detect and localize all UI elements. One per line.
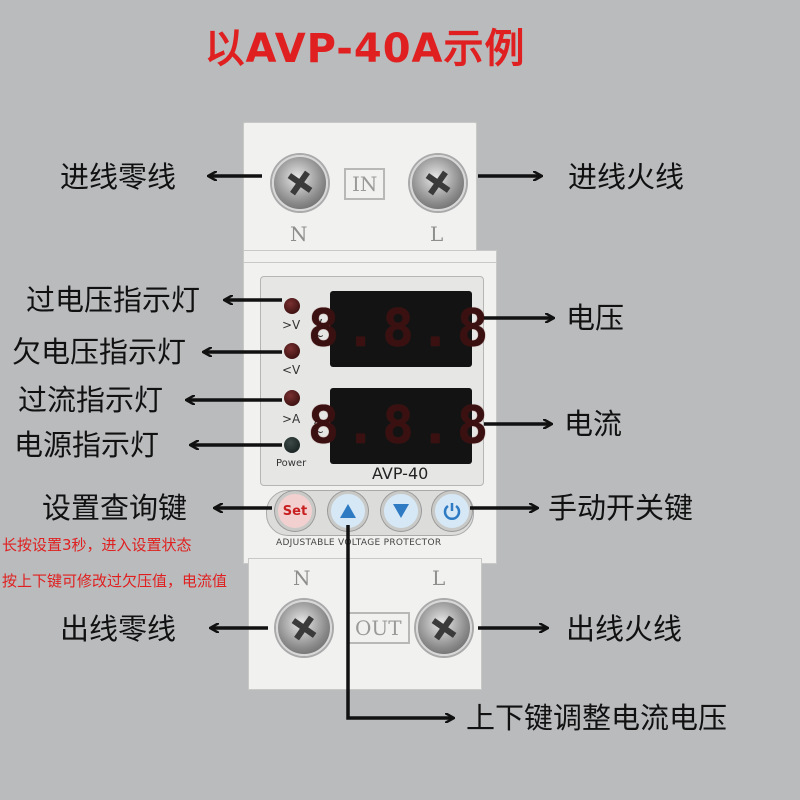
out-neutral-screw [276, 600, 332, 656]
down-triangle-icon [393, 504, 409, 518]
label-power-led: 电源指示灯 [14, 428, 160, 462]
note-line-2: 按上下键可修改过欠压值，电流值 [2, 572, 228, 590]
label-manual-switch: 手动开关键 [548, 491, 694, 525]
product-subtitle: ADJUSTABLE VOLTAGE PROTECTOR [276, 538, 442, 548]
over-voltage-led-label: >V [282, 318, 301, 332]
label-over-current-led: 过流指示灯 [18, 383, 164, 417]
label-under-voltage-led: 欠电压指示灯 [12, 335, 187, 369]
in-l-label: L [430, 222, 444, 246]
over-current-led [284, 390, 300, 406]
voltage-digits: 8.8.8 [307, 299, 495, 359]
current-digits: 8.8.8 [307, 396, 495, 456]
label-updown-keys: 上下键调整电流电压 [466, 701, 728, 735]
page-title: 以AVP-40A示例 [204, 26, 526, 72]
power-button[interactable] [432, 491, 472, 531]
power-led-label: Power [276, 458, 307, 469]
model-label: AVP-40 [372, 464, 429, 483]
set-button[interactable]: Set [275, 491, 315, 531]
note-line-1: 长按设置3秒，进入设置状态 [2, 536, 192, 554]
label-out-live: 出线火线 [566, 612, 683, 646]
under-voltage-led-label: <V [282, 363, 301, 377]
out-n-label: N [293, 566, 311, 590]
over-voltage-led [284, 298, 300, 314]
in-neutral-screw [272, 155, 328, 211]
label-over-voltage-led: 过电压指示灯 [26, 283, 201, 317]
label-out-neutral: 出线零线 [60, 612, 177, 646]
label-set-key: 设置查询键 [42, 491, 188, 525]
voltage-unit: V~ [314, 317, 325, 343]
voltage-display: 8.8.8 [308, 291, 488, 367]
in-n-label: N [290, 222, 308, 246]
label-in-neutral: 进线零线 [60, 160, 177, 194]
current-display: 8.8.8 [308, 388, 488, 464]
power-icon [443, 503, 461, 520]
out-live-screw [416, 600, 472, 656]
out-l-label: L [432, 566, 446, 590]
label-in-live: 进线火线 [568, 160, 685, 194]
over-current-led-label: >A [282, 412, 301, 426]
arrow-updown-keys [346, 525, 452, 718]
down-button[interactable] [381, 491, 421, 531]
label-voltage: 电压 [566, 301, 625, 335]
in-label-box: IN [344, 168, 386, 200]
set-button-label: Set [282, 503, 308, 519]
up-triangle-icon [340, 504, 356, 518]
current-unit: A~ [314, 413, 325, 439]
power-led [284, 437, 300, 453]
under-voltage-led [284, 343, 300, 359]
label-current: 电流 [564, 407, 623, 441]
in-live-screw [410, 155, 466, 211]
